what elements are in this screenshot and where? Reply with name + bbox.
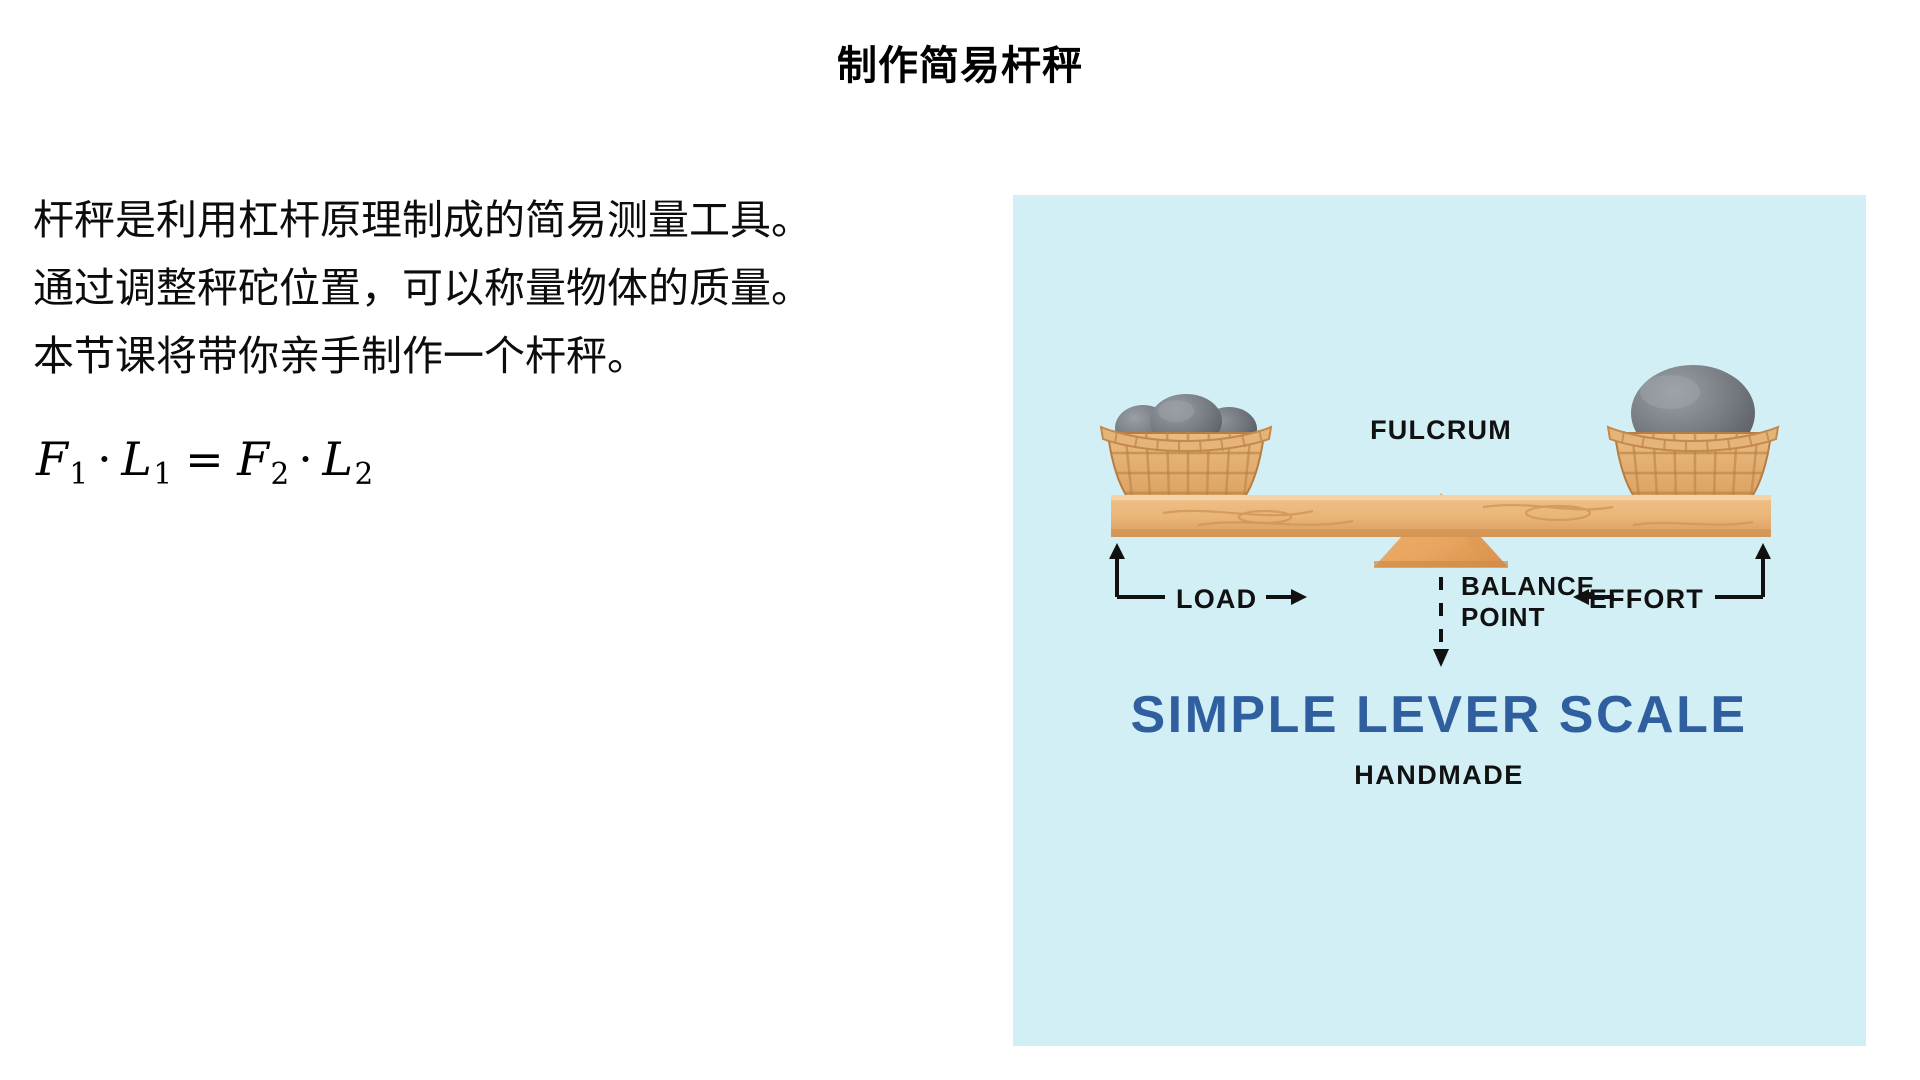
balance-point-annotation: BALANCE POINT — [1433, 571, 1595, 667]
illustration-background — [1013, 195, 1866, 1046]
arrow-right-icon — [1291, 589, 1307, 605]
fulcrum-label: FULCRUM — [1370, 415, 1512, 445]
formula-dot-1: · — [97, 432, 113, 486]
formula-equals: = — [185, 432, 225, 486]
effort-annotation: EFFORT — [1573, 543, 1771, 614]
arrow-up-icon — [1109, 543, 1125, 559]
formula-f2-sub: 2 — [270, 456, 290, 491]
load-label: LOAD — [1176, 584, 1257, 614]
formula-l2-sub: 2 — [354, 456, 374, 491]
body-line-3: 本节课将带你亲手制作一个杆秤。 — [33, 333, 648, 379]
lever-beam — [1111, 495, 1771, 537]
lever-formula: F1·L1=F2·L2 — [36, 432, 373, 491]
body-text-block: 杆秤是利用杠杆原理制成的简易测量工具。 通过调整秤砣位置，可以称量物体的质量。 … — [33, 186, 973, 390]
arrow-left-icon — [1573, 589, 1589, 605]
balance-point-label-line2: POINT — [1461, 602, 1545, 632]
basket-rim — [1606, 425, 1780, 453]
formula-l1-sub: 1 — [153, 456, 173, 491]
formula-f2: F — [237, 432, 270, 486]
basket-rim — [1099, 425, 1273, 453]
formula-dot-2: · — [298, 432, 314, 486]
body-line-2: 通过调整秤砣位置，可以称量物体的质量。 — [33, 265, 812, 311]
illustration-headline: SIMPLE LEVER SCALE — [1130, 686, 1747, 744]
formula-f1-sub: 1 — [69, 456, 89, 491]
body-line-1: 杆秤是利用杠杆原理制成的简易测量工具。 — [33, 197, 812, 243]
load-annotation: LOAD — [1109, 543, 1307, 614]
formula-f1: F — [36, 432, 69, 486]
formula-l2: L — [322, 432, 354, 486]
arrow-up-icon — [1755, 543, 1771, 559]
lever-scale-illustration: LOAD EFFORT FULCRUM BALANCE POINT SIMPLE… — [1013, 195, 1866, 1046]
page-title: 制作简易杆秤 — [837, 44, 1083, 88]
balance-point-label-line1: BALANCE — [1461, 571, 1595, 601]
illustration-subhead: HANDMADE — [1354, 760, 1524, 790]
formula-l1: L — [121, 432, 153, 486]
arrow-down-icon — [1433, 649, 1449, 667]
